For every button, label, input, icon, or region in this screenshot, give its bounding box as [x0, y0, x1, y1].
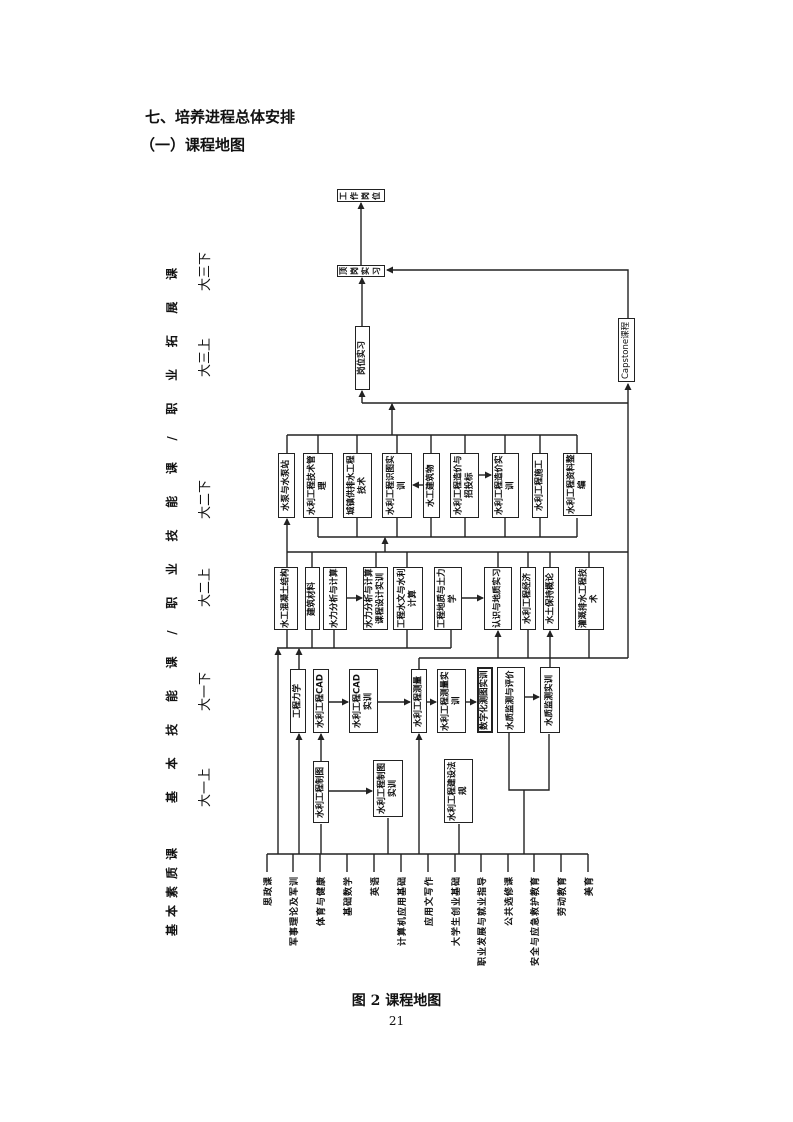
basic-course-label: 体育与健康 [317, 876, 327, 927]
course-box: 水土保持概论 [543, 567, 559, 630]
figure-caption: 图 2 课程地图 [351, 993, 442, 1009]
semester-label: 大一下 [198, 672, 213, 712]
section-heading: 七、培养进程总体安排 [145, 108, 296, 126]
basic-course-label: 劳动教育 [558, 876, 568, 917]
basic-course-label: 思政课 [264, 876, 274, 907]
course-category-label: 基本技能课/职业技能课/职业拓展课 [165, 268, 179, 803]
course-box-capstone: Capstone课程 [618, 318, 635, 382]
course-box: 建筑材料 [305, 567, 320, 630]
course-box: 水力分析与计算课程设计实训 [363, 567, 388, 630]
course-box: 工程力学 [290, 669, 306, 733]
course-box: 工程水文与水利计算 [393, 567, 423, 630]
course-box-label: 顶岗实习 [339, 266, 383, 276]
page-number: 21 [388, 1014, 405, 1028]
basic-course-label: 职业发展与就业指导 [478, 876, 488, 967]
course-box: 水利工程经济 [520, 567, 536, 630]
course-box: 水利工程建设法规 [444, 759, 473, 823]
course-box: 数字化测图实训 [477, 667, 493, 733]
course-box: 水利工程测量 [411, 669, 427, 733]
course-box: 水工混凝土结构 [274, 567, 298, 630]
course-box: 水利工程CAD实训 [349, 669, 378, 733]
course-box: 水利工程制图实训 [373, 760, 403, 817]
line-connector [508, 733, 550, 791]
basic-course-label: 大学生创业基础 [452, 876, 462, 947]
course-box: 认识与地质实习 [484, 567, 512, 630]
basic-course-label: 计算机应用基础 [398, 876, 408, 947]
semester-label: 大一上 [198, 768, 213, 808]
course-box-dinggang: 顶岗实习 [337, 265, 385, 277]
course-box: 水利工程CAD [313, 669, 329, 733]
semester-label: 大二上 [198, 568, 213, 608]
basic-course-label: 军事理论及军训 [290, 876, 300, 947]
semester-label: 大三下 [198, 252, 213, 292]
basic-course-label: 应用文写作 [425, 876, 435, 927]
course-box-gangwei: 岗位实习 [355, 326, 370, 390]
course-box: 水质监测与评价 [497, 667, 525, 733]
semester-label: 大二下 [198, 480, 213, 520]
basic-course-label: 英语 [371, 876, 381, 897]
course-box: 水利工程制图 [313, 761, 329, 823]
course-box: 水利工程资料整编 [563, 453, 592, 516]
course-box-work-position: 工作岗位 [337, 189, 385, 202]
basic-course-label: 安全与应急救护教育 [531, 876, 541, 967]
semester-label: 大三上 [198, 338, 213, 378]
course-box: 水泵与水泵站 [278, 453, 295, 518]
course-box: 灌溉排水工程技术 [575, 567, 604, 630]
basic-category-label: 基本素质课 [165, 848, 179, 936]
course-box: 水力分析与计算 [323, 567, 347, 630]
basic-course-label: 美育 [585, 876, 595, 897]
arrow-connector [386, 266, 629, 318]
course-box: 水利工程识图实训 [382, 453, 412, 518]
basic-course-label: 基础数学 [344, 876, 354, 917]
course-box: 城镇供排水工程技术 [343, 453, 372, 518]
course-box: 水质监测实训 [540, 667, 560, 733]
course-box: 工程地质与土力学 [434, 567, 462, 630]
subsection-heading: （一）课程地图 [140, 136, 246, 154]
course-box-label: 工作岗位 [339, 191, 383, 200]
basic-course-label: 公共选修课 [505, 876, 515, 927]
course-box: 水利工程造价实训 [492, 453, 519, 518]
course-box: 水利工程技术管理 [303, 453, 333, 518]
course-box: 水利工程施工 [532, 453, 548, 518]
course-box: 水利工程造价与招投标 [450, 453, 479, 518]
course-box: 水利工程测量实训 [437, 669, 466, 733]
course-box: 水工建筑物 [423, 453, 440, 518]
